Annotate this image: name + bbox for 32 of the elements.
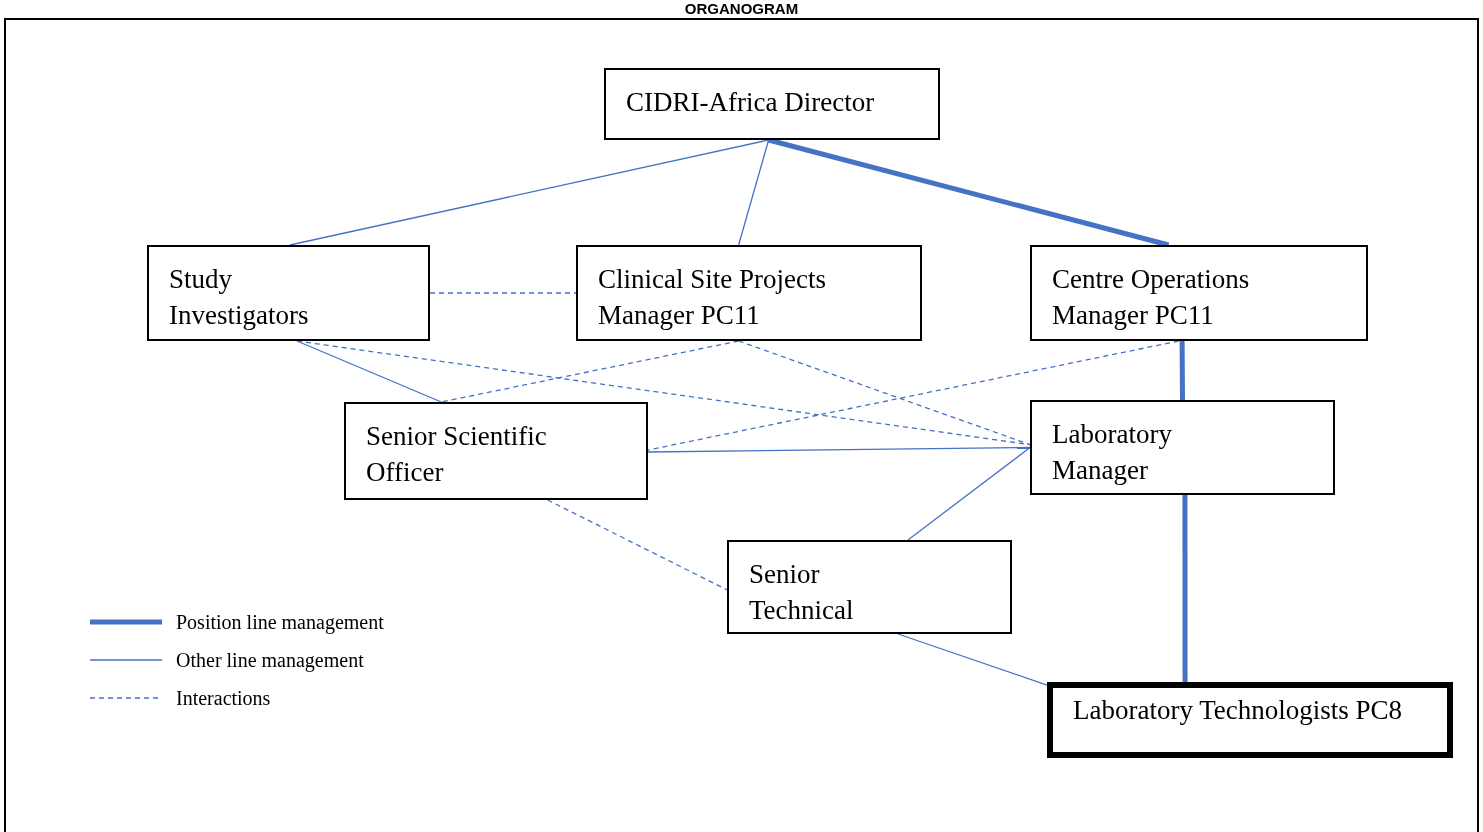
dashed-connector: [547, 499, 728, 591]
connector-line: [897, 633, 1048, 686]
legend-text: Other line management: [176, 648, 364, 672]
position-box: [576, 245, 922, 341]
position-title: Senior Scientific Officer: [366, 420, 548, 489]
title: ORGANOGRAM: [684, 0, 799, 18]
position-title: Clinical Site Projects Manager PC11: [598, 263, 827, 332]
position-box: [604, 68, 940, 140]
position-box: [344, 402, 648, 500]
connector-line: [907, 446, 1031, 541]
dashed-connector: [737, 340, 1031, 446]
dashed-connector: [429, 292, 577, 294]
position-box: [147, 245, 430, 341]
position-title: Laboratory Manager: [1052, 418, 1173, 487]
connector-line: [296, 340, 442, 403]
connector-line: [289, 139, 770, 246]
position-box: [727, 540, 1012, 634]
connector-line: [1182, 495, 1188, 682]
connector-line: [1179, 341, 1185, 400]
connector-line: [647, 446, 1031, 453]
connector-line: [737, 139, 770, 246]
position-box: [1047, 682, 1453, 758]
position-title: Study Investigators: [169, 263, 310, 332]
position-title: Laboratory Technologists PC8: [1073, 694, 1404, 727]
position-title: Senior Technical: [749, 558, 855, 627]
position-box: [1030, 245, 1368, 341]
legend-text: Interactions: [176, 686, 271, 710]
legend-text: Position line management: [176, 610, 384, 634]
position-title: CIDRI-Africa Director: [626, 86, 876, 119]
dashed-connector: [440, 340, 740, 403]
position-box: [1030, 400, 1335, 495]
position-title: Centre Operations Manager PC11: [1052, 263, 1251, 332]
